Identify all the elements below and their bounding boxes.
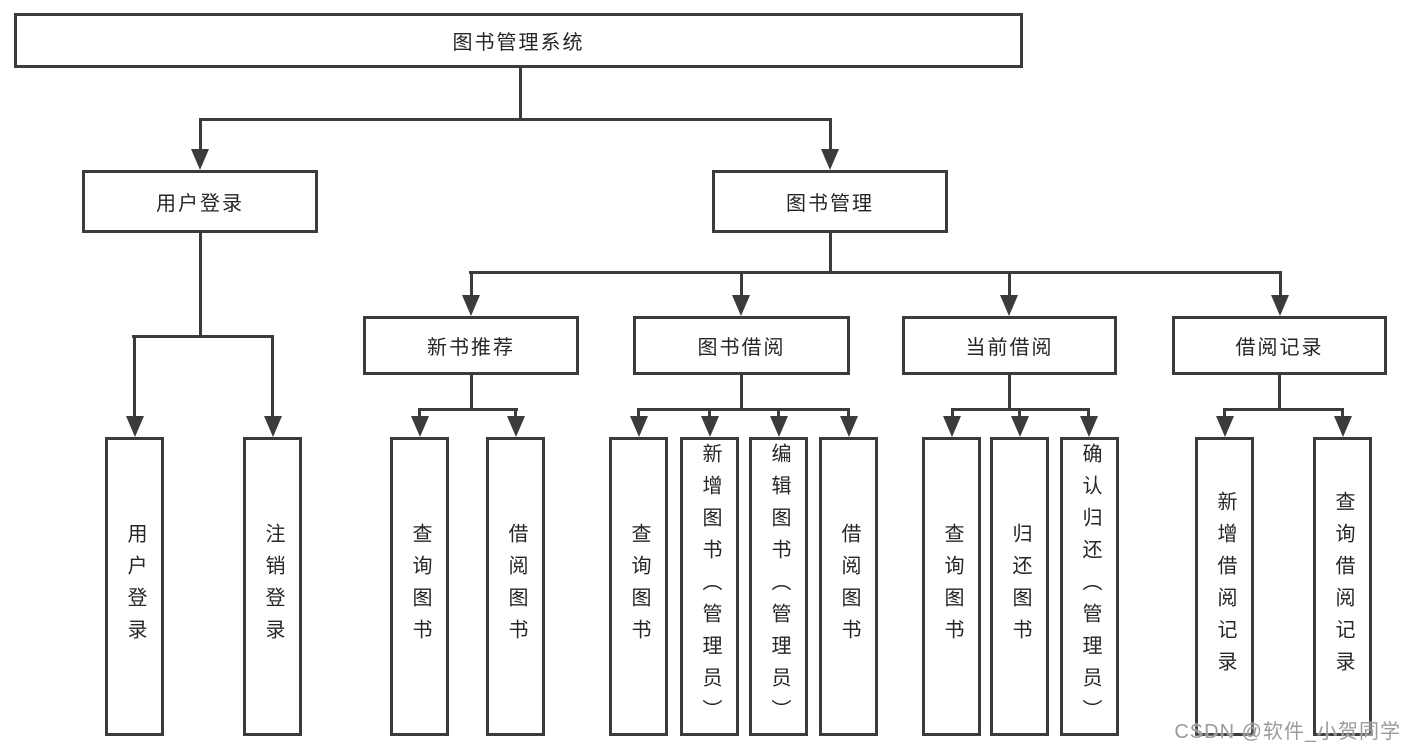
connector-line: [740, 271, 743, 298]
connector-line: [1341, 408, 1344, 418]
arrowhead: [1011, 416, 1029, 437]
leaf-add-borrow-record: 新增借阅记录: [1195, 437, 1254, 736]
leaf-query-books-current: 查询图书: [922, 437, 981, 736]
connector-line: [199, 118, 832, 121]
leaf-label: 借阅图书: [505, 522, 527, 651]
leaf-label: 确认归还（管理员）: [1079, 442, 1101, 731]
connector-line: [740, 375, 743, 408]
leaf-label: 借阅图书: [838, 522, 860, 651]
leaf-label: 查询图书: [628, 522, 650, 651]
arrowhead: [840, 416, 858, 437]
connector-line: [829, 118, 832, 152]
connector-line: [777, 408, 780, 418]
leaf-label: 新增图书（管理员）: [699, 442, 721, 731]
leaf-label: 查询图书: [941, 522, 963, 651]
node-book-management: 图书管理: [712, 170, 948, 233]
connector-line: [470, 375, 473, 408]
node-label: 当前借阅: [965, 337, 1054, 359]
leaf-logout: 注销登录: [243, 437, 302, 736]
node-borrowing-records: 借阅记录: [1172, 316, 1387, 375]
leaf-add-book-admin: 新增图书（管理员）: [680, 437, 739, 736]
arrowhead: [411, 416, 429, 437]
watermark: CSDN @软件_小贺同学: [1174, 721, 1401, 743]
leaf-label: 用户登录: [124, 522, 146, 651]
leaf-label: 归还图书: [1009, 522, 1031, 651]
node-new-book-recommend: 新书推荐: [363, 316, 579, 375]
arrowhead: [264, 416, 282, 437]
arrowhead: [1000, 295, 1018, 316]
connector-line: [132, 335, 274, 338]
connector-line: [637, 408, 850, 411]
leaf-label: 查询借阅记录: [1332, 490, 1354, 683]
node-book-borrowing: 图书借阅: [633, 316, 850, 375]
arrowhead: [1271, 295, 1289, 316]
connector-line: [1018, 408, 1021, 418]
arrowhead: [701, 416, 719, 437]
arrowhead: [126, 416, 144, 437]
node-label: 图书管理: [786, 193, 874, 215]
connector-line: [519, 68, 522, 118]
arrowhead: [732, 295, 750, 316]
arrowhead: [821, 149, 839, 170]
node-label: 用户登录: [156, 193, 244, 215]
connector-line: [1223, 408, 1344, 411]
leaf-edit-book-admin: 编辑图书（管理员）: [749, 437, 808, 736]
connector-line: [418, 408, 518, 411]
connector-line: [418, 408, 421, 418]
connector-line: [469, 271, 1282, 274]
connector-line: [271, 335, 274, 419]
connector-line: [133, 335, 136, 419]
connector-line: [847, 408, 850, 418]
node-label: 图书借阅: [697, 337, 786, 359]
node-user-login: 用户登录: [82, 170, 318, 233]
node-label: 新书推荐: [427, 337, 515, 359]
leaf-borrow-books-borrowing: 借阅图书: [819, 437, 878, 736]
arrowhead: [462, 295, 480, 316]
connector-line: [1008, 375, 1011, 408]
node-label: 图书管理系统: [452, 32, 585, 54]
connector-line: [514, 408, 517, 418]
leaf-confirm-return-admin: 确认归还（管理员）: [1060, 437, 1119, 736]
leaf-return-books: 归还图书: [990, 437, 1049, 736]
leaf-query-books-borrowing: 查询图书: [609, 437, 668, 736]
leaf-label: 新增借阅记录: [1214, 490, 1236, 683]
arrowhead: [191, 149, 209, 170]
arrowhead: [1334, 416, 1352, 437]
connector-line: [829, 233, 832, 271]
arrowhead: [1216, 416, 1234, 437]
connector-line: [708, 408, 711, 418]
leaf-label: 编辑图书（管理员）: [768, 442, 790, 731]
connector-line: [1008, 271, 1011, 298]
leaf-label: 注销登录: [262, 522, 284, 651]
arrowhead: [507, 416, 525, 437]
leaf-query-books-recommend: 查询图书: [390, 437, 449, 736]
arrowhead: [943, 416, 961, 437]
arrowhead: [770, 416, 788, 437]
connector-line: [1278, 375, 1281, 408]
node-label: 借阅记录: [1235, 337, 1324, 359]
connector-line: [199, 118, 202, 152]
arrowhead: [1080, 416, 1098, 437]
arrowhead: [630, 416, 648, 437]
node-library-system: 图书管理系统: [14, 13, 1023, 68]
connector-line: [951, 408, 954, 418]
connector-line: [637, 408, 640, 418]
connector-line: [1279, 271, 1282, 298]
leaf-label: 查询图书: [409, 522, 431, 651]
connector-line: [1223, 408, 1226, 418]
leaf-user-login: 用户登录: [105, 437, 164, 736]
connector-line: [199, 233, 202, 335]
leaf-borrow-books-recommend: 借阅图书: [486, 437, 545, 736]
connector-line: [470, 271, 473, 298]
node-current-borrowing: 当前借阅: [902, 316, 1117, 375]
leaf-query-borrow-record: 查询借阅记录: [1313, 437, 1372, 736]
connector-line: [1087, 408, 1090, 418]
